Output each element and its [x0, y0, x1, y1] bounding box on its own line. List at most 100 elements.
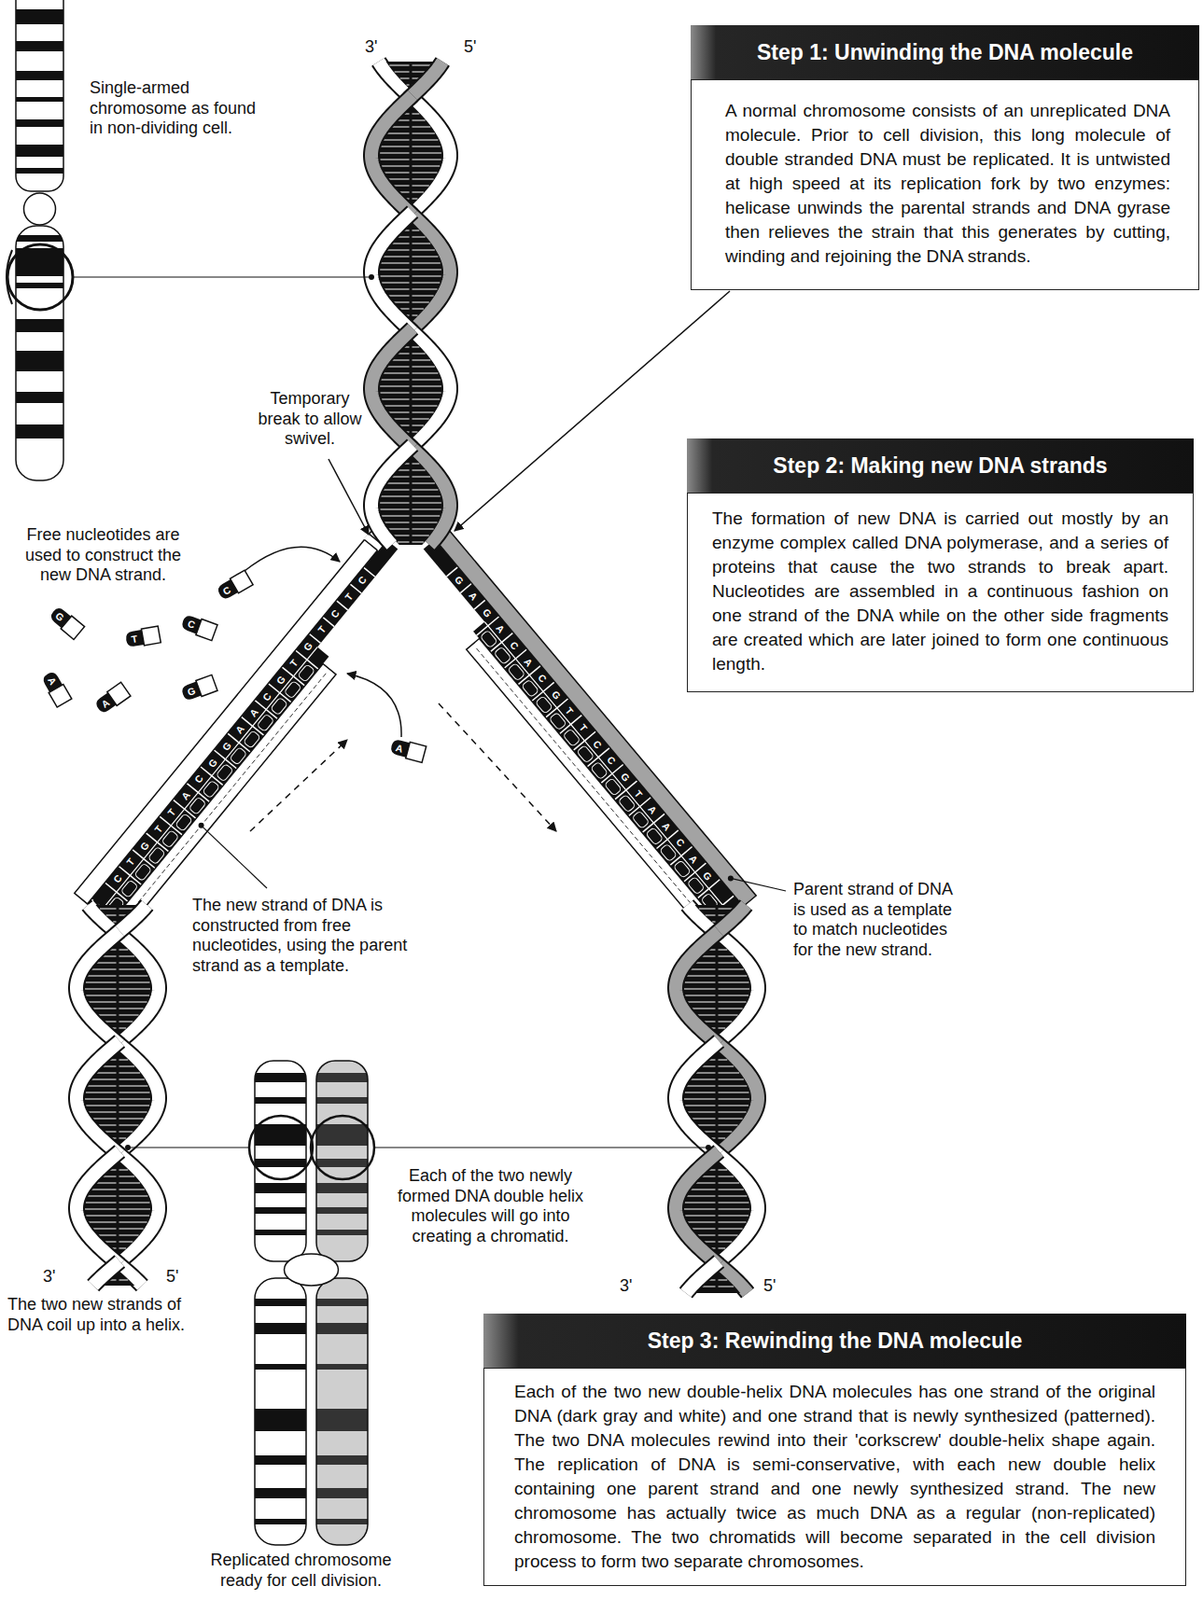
base-pair-line — [391, 301, 430, 303]
base-pair-line — [84, 988, 151, 990]
chromosome-band — [316, 1299, 368, 1307]
base-pair-line — [87, 1221, 147, 1223]
step-box: Step 2: Making new DNA strandsThe format… — [686, 438, 1194, 693]
free-nucleotide — [180, 613, 218, 641]
base-pair-line — [379, 508, 441, 510]
chromosome-band — [15, 119, 64, 127]
leader-dot — [125, 1145, 131, 1151]
base-separator — [517, 675, 530, 686]
base-pair-line — [395, 469, 425, 471]
base-pair-line — [380, 262, 441, 264]
base-pair-line — [387, 178, 434, 180]
base-separator — [293, 676, 305, 686]
base-separator — [543, 682, 555, 692]
base-pair-line — [689, 1189, 744, 1190]
base-separator — [295, 650, 308, 660]
base-separator — [709, 879, 721, 889]
helix-strand-outline — [76, 931, 120, 1046]
chromosome-band — [254, 1519, 307, 1525]
base-pair-line — [381, 281, 441, 283]
base-pair-line — [90, 968, 145, 970]
chromosome-band — [254, 1183, 307, 1194]
base-separator — [265, 710, 278, 720]
base-separator — [172, 799, 184, 810]
base-separator — [118, 866, 130, 876]
chromosome-band — [254, 1323, 307, 1335]
base-pair-line — [699, 908, 735, 910]
helix-strand-outline — [675, 931, 719, 1046]
nucleotide-base — [215, 579, 238, 602]
base-pair-line — [383, 521, 437, 523]
base-pair-line — [96, 1124, 139, 1126]
dna-double-helix — [675, 905, 758, 1294]
base-pair-line — [685, 1091, 750, 1093]
helix-strand — [675, 1151, 719, 1266]
helix-strand-outline — [371, 95, 413, 216]
highlight-ring — [249, 1116, 313, 1180]
base-pair-line — [379, 268, 442, 270]
base-pair-line — [701, 1131, 733, 1133]
base-pair-line — [395, 119, 425, 121]
base-pair-line — [695, 1014, 738, 1016]
base-separator — [559, 724, 571, 734]
nucleotide-path-arrow — [244, 546, 340, 572]
nucleotide-path-arrow — [347, 673, 402, 738]
base-pair-line — [685, 1105, 749, 1106]
leader-line — [127, 1147, 250, 1148]
base-separator — [240, 716, 252, 727]
helix-strand-outline — [685, 1261, 719, 1294]
callout-text: Each of the two newly formed DNA double … — [390, 1166, 591, 1247]
base-pair-line — [102, 1131, 134, 1133]
helix-strand-outline — [408, 61, 443, 99]
base-separator — [587, 757, 599, 768]
new-strand — [466, 639, 721, 938]
chromosome-band — [15, 167, 64, 174]
base-separator — [279, 693, 292, 703]
strand-end-label: 3' — [619, 1276, 632, 1298]
base-separator — [349, 584, 362, 594]
helix-strand — [76, 1041, 120, 1156]
helix-strand — [371, 328, 413, 449]
callout-text: Single-armed chromosome as found in non-… — [89, 78, 266, 140]
base-separator — [170, 825, 182, 836]
base-separator — [670, 855, 682, 866]
base-separator — [684, 872, 696, 882]
base-separator — [322, 616, 335, 627]
base-pair-line — [387, 411, 434, 413]
base-pair-line — [689, 1078, 744, 1080]
base-separator — [254, 699, 266, 710]
base-pair-line — [690, 1118, 742, 1120]
synthesis-direction-arrow — [438, 703, 557, 832]
base-separator — [545, 708, 558, 718]
base-separator — [628, 807, 640, 817]
base-pair-line — [686, 975, 748, 977]
base-pair-line — [380, 378, 441, 380]
base-separator — [446, 567, 458, 577]
base-separator — [695, 863, 707, 873]
base-separator — [573, 741, 585, 751]
base-pair-line — [87, 1085, 149, 1087]
chromatid-arm — [254, 1278, 307, 1546]
base-pair-line — [100, 1175, 135, 1177]
base-pair-line — [391, 534, 430, 536]
base-pair-line — [686, 1111, 746, 1113]
base-pair-line — [685, 1215, 749, 1217]
base-pair-line — [694, 1182, 740, 1184]
strand-end-label: 5' — [166, 1267, 179, 1288]
base-pair-line — [383, 255, 439, 257]
chromosome-band — [15, 391, 64, 404]
base-pair-line — [90, 1189, 145, 1190]
callout-text: The new strand of DNA is constructed fro… — [192, 895, 437, 977]
base-pair-line — [699, 955, 734, 957]
base-pair-line — [379, 502, 442, 504]
base-separator — [308, 633, 321, 644]
base-pair-line — [391, 242, 432, 244]
base-separator — [363, 567, 375, 577]
base-pair-line — [694, 1072, 740, 1074]
base-separator — [129, 875, 141, 885]
base-pair-line — [701, 1021, 733, 1022]
base-pair-line — [686, 1085, 748, 1087]
highlight-ring — [310, 1116, 375, 1180]
base-separator — [227, 733, 239, 743]
base-pair-line — [85, 994, 150, 996]
